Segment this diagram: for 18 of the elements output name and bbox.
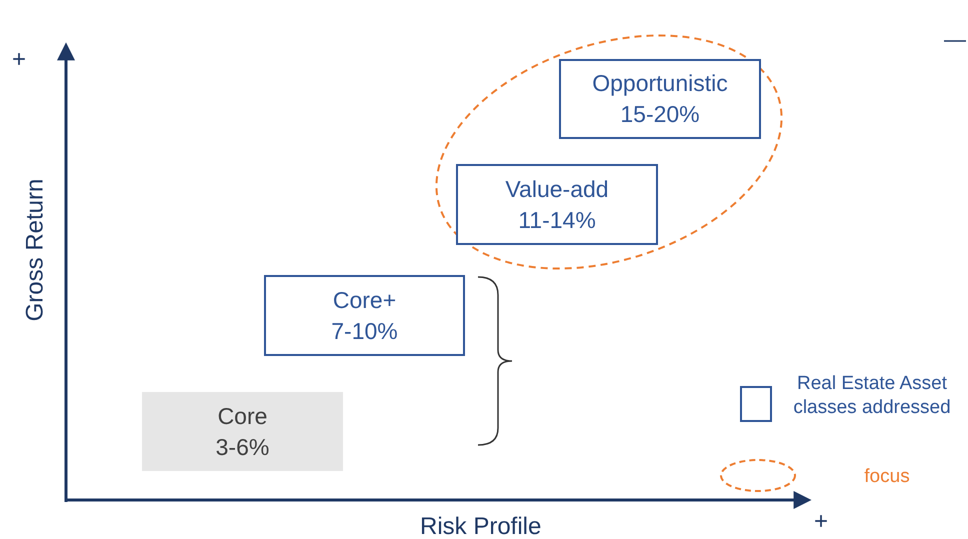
class-name: Core (218, 402, 268, 430)
axis-title: Risk Profile (420, 513, 542, 539)
return-range: 11-14% (518, 206, 596, 234)
asset-class-box (559, 59, 761, 139)
return-range: 15-20% (620, 100, 700, 129)
return-range: 7-10% (331, 316, 398, 346)
legend-text: focus (863, 465, 911, 489)
asset-class-box (264, 275, 465, 356)
return-range: 3-6% (216, 432, 270, 462)
class-name: Opportunistic (592, 69, 728, 98)
shaded-box (142, 392, 343, 471)
plus-sign: + (814, 508, 828, 536)
legend-text: Real Estate Asset classes addressed (792, 372, 952, 420)
class-name: Value-add (505, 174, 609, 204)
class-name: Core+ (332, 286, 396, 314)
plus-sign: + (12, 46, 26, 74)
axis-title: Gross Return (20, 178, 49, 322)
asset-class-box (456, 164, 658, 245)
